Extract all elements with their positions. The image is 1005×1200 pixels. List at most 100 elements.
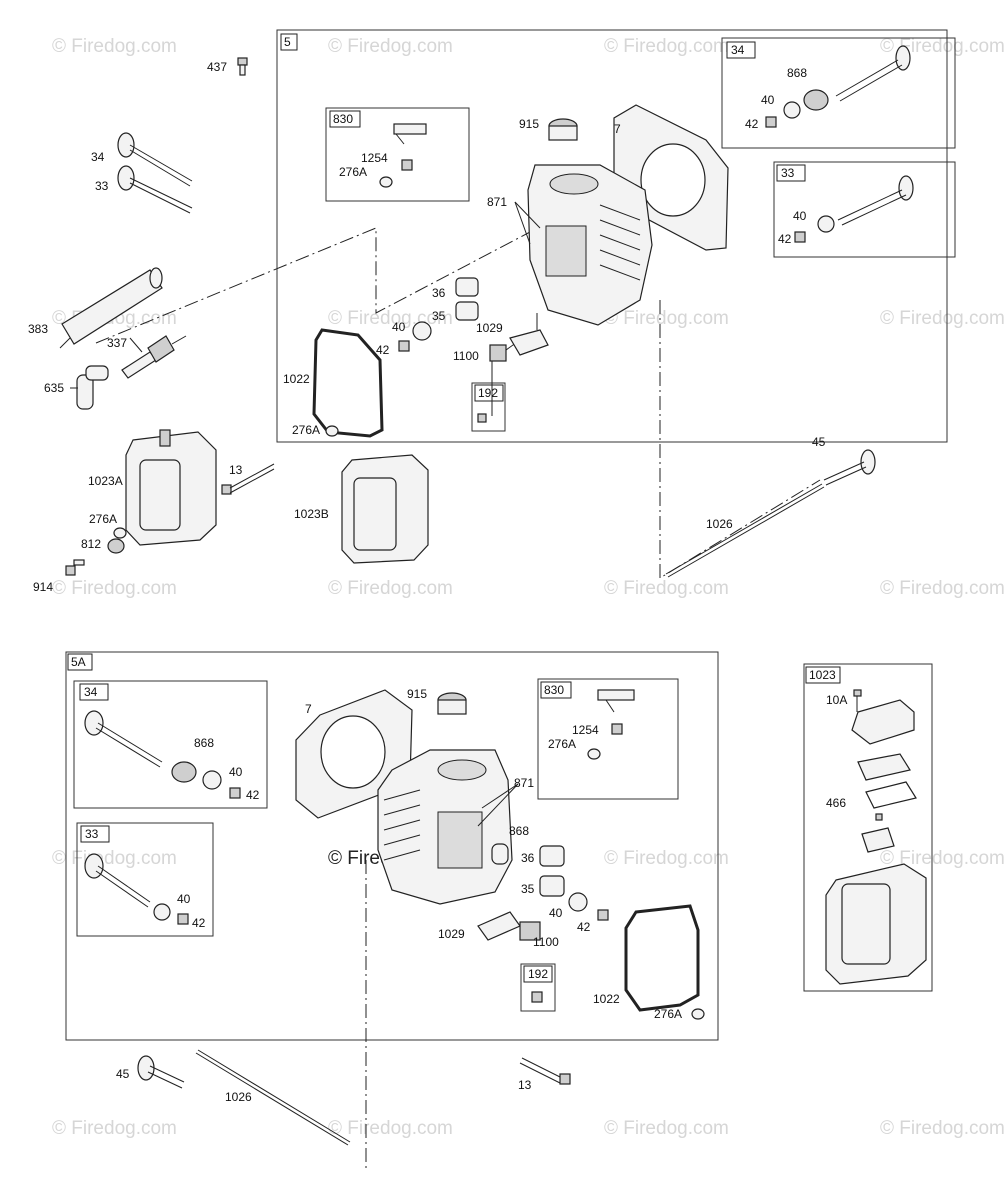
valve-spring-35-icon [455, 301, 479, 321]
part-label: 34 [91, 150, 105, 164]
spark-plug-wrench-icon [59, 267, 163, 349]
valve-33-kit-icon [794, 175, 914, 243]
part-label: 40 [392, 320, 406, 334]
group-label: 5 [284, 35, 291, 49]
part-label: 40 [549, 906, 563, 920]
valve-34-icon [117, 132, 193, 187]
labels-group-5: 830 1254 276A 915 7 871 36 35 40 42 1029… [283, 66, 826, 531]
watermark: © Firedog.com [880, 578, 1005, 599]
part-label: 1029 [438, 927, 465, 941]
subkit-boxes: 34 33 830 192 34 33 830 192 [73, 37, 956, 1012]
part-label: 33 [95, 179, 109, 193]
group-label: 1023 [809, 668, 836, 682]
group-1023-frame: 1023 [803, 663, 933, 992]
washer-276A-icon [379, 176, 393, 188]
valve-spring-36-icon [539, 845, 565, 867]
watermark: © Firedog.com [880, 308, 1005, 329]
part-label: 40 [177, 892, 191, 906]
washer-276A-icon [325, 425, 339, 437]
plug-915-icon [437, 692, 467, 715]
screw-914-icon [65, 559, 85, 576]
part-label: 42 [745, 117, 759, 131]
breather-stud-icon [597, 689, 635, 713]
part-label: 45 [812, 435, 826, 449]
part-label: 1022 [593, 992, 620, 1006]
gasket-466-icon [857, 753, 917, 809]
valve-cover-1023B-icon [341, 454, 429, 564]
part-label: 868 [194, 736, 214, 750]
part-label: 40 [761, 93, 775, 107]
leader-lines [70, 201, 541, 827]
spark-plug-icon [121, 335, 187, 379]
watermark: © Firedog.com [52, 1118, 177, 1139]
keeper-42-icon [597, 909, 609, 921]
valve-33-icon [117, 165, 193, 214]
part-label: 13 [518, 1078, 532, 1092]
part-label: 276A [292, 423, 320, 437]
watermark: © Firedog.com [328, 36, 453, 57]
retainer-40-icon [412, 321, 432, 341]
part-label: 868 [787, 66, 807, 80]
part-label: 1026 [225, 1090, 252, 1104]
screw-1254-icon [401, 159, 413, 171]
breather-cover-icon [851, 699, 915, 745]
part-label: 915 [519, 117, 539, 131]
part-label: 1254 [361, 151, 388, 165]
watermark: © Firedog.com [880, 1118, 1005, 1139]
watermark: © Firedog.com [604, 578, 729, 599]
pushrod-1026-icon [195, 1049, 351, 1146]
part-label: 276A [654, 1007, 682, 1021]
watermark: © Firedog.com [604, 848, 729, 869]
plug-915-icon [548, 118, 578, 141]
part-label: 871 [514, 776, 534, 790]
part-label: 1254 [572, 723, 599, 737]
part-label: 337 [107, 336, 127, 350]
part-label: 42 [778, 232, 792, 246]
part-label: 42 [192, 916, 206, 930]
valve-45-icon [823, 449, 876, 486]
part-label: 10A [826, 693, 847, 707]
watermarks: © Firedog.com © Firedog.com © Firedog.co… [52, 36, 1005, 1139]
part-label: 40 [793, 209, 807, 223]
part-label: 1026 [706, 517, 733, 531]
part-label: 437 [207, 60, 227, 74]
screw-1254-icon [611, 723, 623, 735]
part-label: 36 [432, 286, 446, 300]
valve-guide-868-icon [491, 843, 509, 865]
keeper-42-icon [398, 340, 410, 352]
group-5-frame: 5 [276, 29, 948, 443]
pivot-1100-icon [489, 344, 507, 362]
part-label: 45 [116, 1067, 130, 1081]
rocker-arm-icon [509, 329, 549, 356]
group-5A-parts [84, 689, 705, 1020]
valve-cover-gasket-1022-icon [312, 328, 384, 438]
part-label: 914 [33, 580, 53, 594]
valve-spring-36-icon [455, 277, 479, 297]
cylinder-head-icon [527, 164, 653, 326]
valve-cover-icon [825, 863, 927, 985]
svg-text:192: 192 [478, 386, 498, 400]
watermark: © Firedog.com [52, 36, 177, 57]
washer-276A-icon [691, 1008, 705, 1020]
valve-34-kit-icon [84, 710, 241, 799]
part-label: 40 [229, 765, 243, 779]
group-5A-frame: 5A [65, 651, 719, 1041]
labels-bottom: 45 1026 13 [116, 1067, 532, 1104]
svg-text:33: 33 [85, 827, 99, 841]
top-left-parts [59, 57, 429, 576]
part-label: 35 [432, 309, 446, 323]
part-label: 812 [81, 537, 101, 551]
pivot-1100-icon [519, 921, 541, 941]
washer-276A-icon [587, 748, 601, 760]
part-label: 42 [246, 788, 260, 802]
part-label: 1100 [453, 349, 479, 363]
spark-plug-boot-icon [76, 365, 109, 410]
watermark: © Firedog.com [52, 578, 177, 599]
labels-group-1023: 10A 466 [826, 693, 847, 810]
labels-group-5A: 34 868 40 42 33 40 42 7 915 830 1254 276… [177, 687, 682, 1021]
breather-stud-icon [393, 123, 427, 145]
part-label: 7 [305, 702, 312, 716]
valve-cover-gasket-1022-icon [624, 904, 700, 1012]
nut-812-icon [107, 538, 125, 554]
